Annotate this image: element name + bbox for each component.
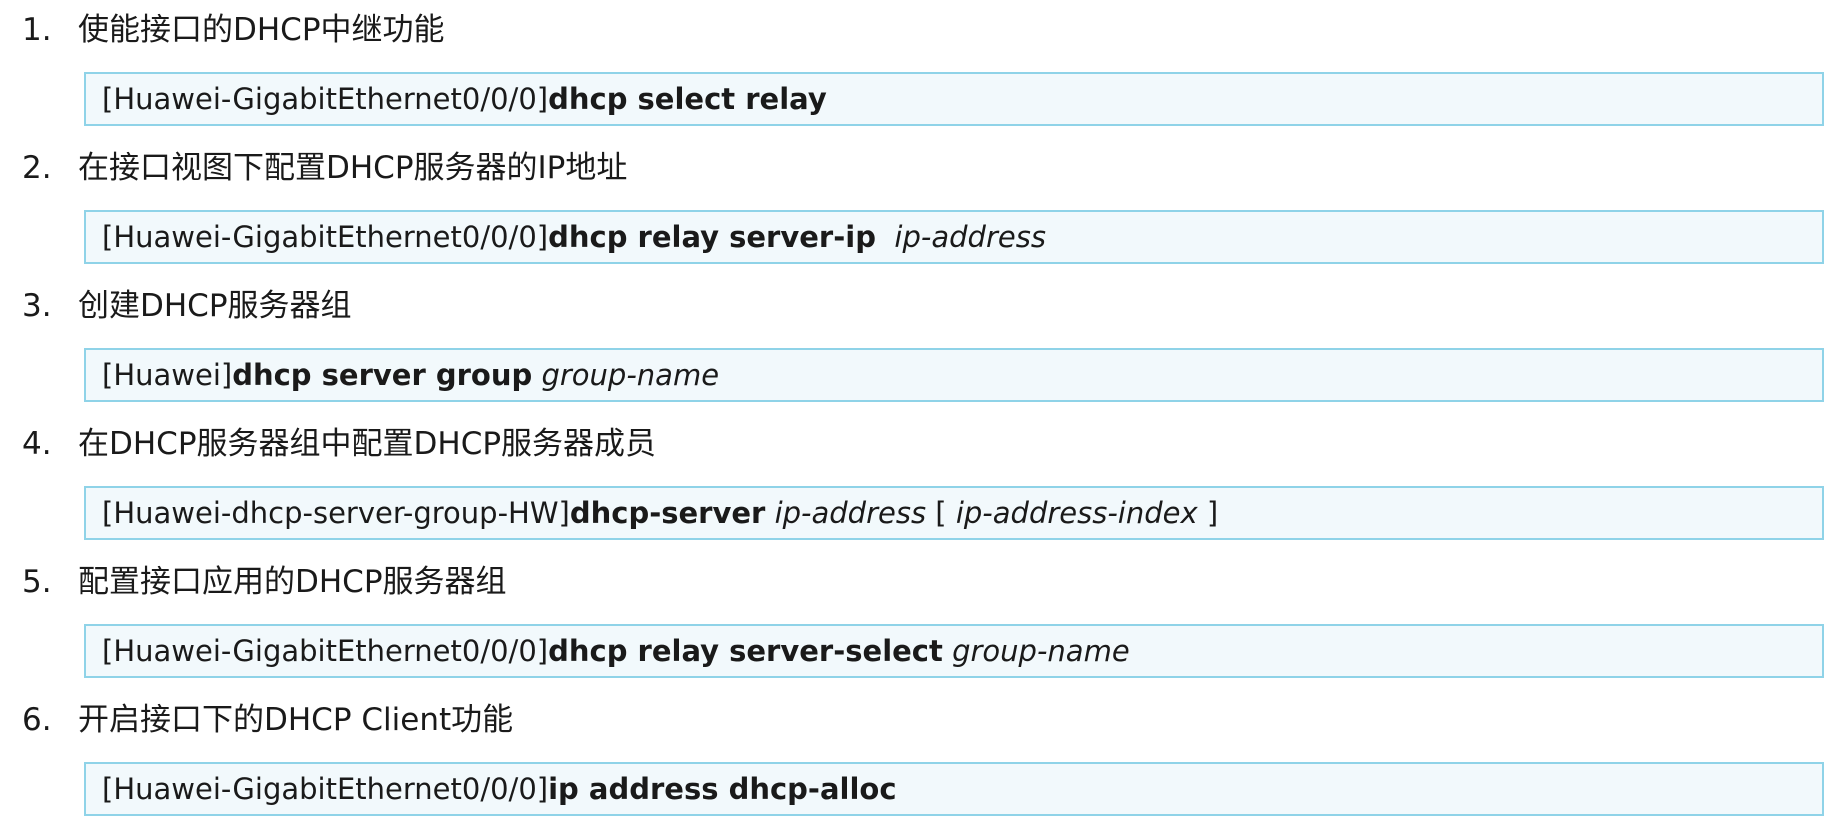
- command-box: [Huawei-GigabitEthernet0/0/0]dhcp relay …: [84, 210, 1824, 264]
- command-separator: [: [926, 496, 956, 530]
- command-arguments: ip-address [ ip-address-index ]: [765, 496, 1219, 530]
- command-box: [Huawei]dhcp server group group-name: [84, 348, 1824, 402]
- command-arguments: ip-address: [876, 220, 1046, 254]
- step-1: 1. 使能接口的DHCP中继功能 [Huawei-GigabitEthernet…: [0, 0, 1827, 138]
- step-number: 1.: [22, 12, 52, 48]
- step-number: 4.: [22, 426, 52, 462]
- step-title: 2. 在接口视图下配置DHCP服务器的IP地址: [22, 148, 627, 188]
- step-4: 4. 在DHCP服务器组中配置DHCP服务器成员 [Huawei-dhcp-se…: [0, 414, 1827, 552]
- step-title-text: 使能接口的DHCP中继功能: [78, 12, 445, 48]
- step-title: 5. 配置接口应用的DHCP服务器组: [22, 562, 507, 602]
- step-title: 3. 创建DHCP服务器组: [22, 286, 352, 326]
- command-prompt: [Huawei-GigabitEthernet0/0/0]: [102, 634, 549, 668]
- step-title-text: 创建DHCP服务器组: [78, 288, 352, 324]
- command-box: [Huawei-GigabitEthernet0/0/0]dhcp relay …: [84, 624, 1824, 678]
- step-title-text: 在接口视图下配置DHCP服务器的IP地址: [78, 150, 628, 186]
- command-separator: [765, 496, 774, 530]
- step-title-text: 配置接口应用的DHCP服务器组: [78, 564, 507, 600]
- command-keyword: ip address dhcp-alloc: [548, 772, 897, 806]
- command-prompt: [Huawei]: [102, 358, 233, 392]
- command-box: [Huawei-dhcp-server-group-HW]dhcp-server…: [84, 486, 1824, 540]
- command-arguments: group-name: [532, 358, 719, 392]
- step-title: 6. 开启接口下的DHCP Client功能: [22, 700, 513, 740]
- step-6: 6. 开启接口下的DHCP Client功能 [Huawei-GigabitEt…: [0, 690, 1827, 828]
- command-box: [Huawei-GigabitEthernet0/0/0]ip address …: [84, 762, 1824, 816]
- step-number: 2.: [22, 150, 52, 186]
- command-arguments: group-name: [943, 634, 1130, 668]
- command-parameter: ip-address: [774, 496, 927, 530]
- command-parameter: group-name: [952, 634, 1130, 668]
- command-prompt: [Huawei-GigabitEthernet0/0/0]: [102, 220, 549, 254]
- command-separator: [876, 220, 894, 254]
- step-number: 5.: [22, 564, 52, 600]
- command-keyword: dhcp relay server-select: [548, 634, 943, 668]
- step-3: 3. 创建DHCP服务器组 [Huawei]dhcp server group …: [0, 276, 1827, 414]
- step-title: 1. 使能接口的DHCP中继功能: [22, 10, 445, 50]
- step-title-text: 在DHCP服务器组中配置DHCP服务器成员: [78, 426, 657, 462]
- command-keyword: dhcp server group: [232, 358, 533, 392]
- command-separator: [943, 634, 952, 668]
- step-title-text: 开启接口下的DHCP Client功能: [78, 702, 514, 738]
- command-parameter: ip-address-index: [955, 496, 1198, 530]
- command-prompt: [Huawei-dhcp-server-group-HW]: [102, 496, 570, 530]
- step-number: 6.: [22, 702, 52, 738]
- command-parameter: ip-address: [894, 220, 1046, 254]
- command-keyword: dhcp select relay: [548, 82, 827, 116]
- command-prompt: [Huawei-GigabitEthernet0/0/0]: [102, 82, 549, 116]
- command-parameter: group-name: [541, 358, 720, 392]
- command-box: [Huawei-GigabitEthernet0/0/0]dhcp select…: [84, 72, 1824, 126]
- step-number: 3.: [22, 288, 52, 324]
- command-keyword: dhcp-server: [569, 496, 766, 530]
- step-2: 2. 在接口视图下配置DHCP服务器的IP地址 [Huawei-GigabitE…: [0, 138, 1827, 276]
- step-title: 4. 在DHCP服务器组中配置DHCP服务器成员: [22, 424, 656, 464]
- step-5: 5. 配置接口应用的DHCP服务器组 [Huawei-GigabitEthern…: [0, 552, 1827, 690]
- command-keyword: dhcp relay server-ip: [548, 220, 876, 254]
- command-prompt: [Huawei-GigabitEthernet0/0/0]: [102, 772, 549, 806]
- command-separator: ]: [1197, 496, 1219, 530]
